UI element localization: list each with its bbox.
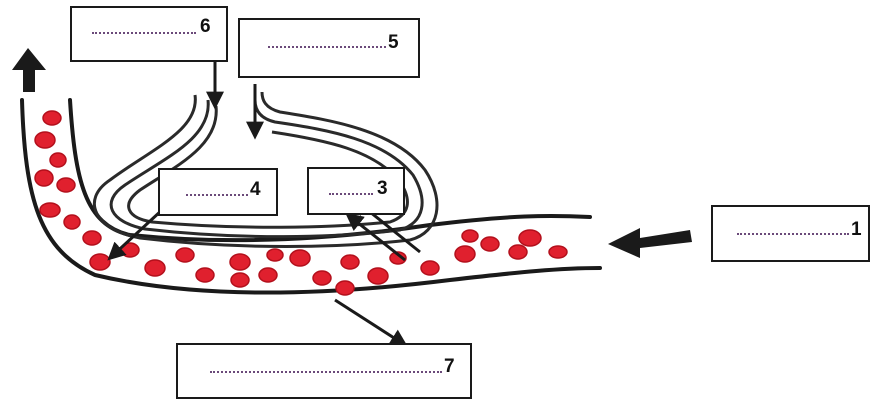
label-number-1: 1: [851, 219, 862, 240]
blank-line-4[interactable]: [186, 194, 248, 196]
label-box-6: 6: [70, 6, 228, 62]
label-number-6: 6: [200, 16, 211, 37]
red-blood-cell: [480, 236, 500, 252]
red-blood-cell: [518, 229, 542, 247]
red-blood-cell: [454, 245, 476, 263]
red-blood-cell: [63, 214, 81, 230]
capsule-inner-loop: [127, 105, 409, 229]
red-blood-cell: [34, 131, 56, 149]
arrow-7: [334, 298, 409, 347]
red-blood-cell: [49, 152, 67, 168]
red-blood-cell: [56, 177, 76, 193]
label-box-1: 1: [711, 205, 870, 262]
capsule-outer-loop: [92, 91, 439, 248]
red-blood-cell: [42, 110, 62, 126]
red-blood-cell: [335, 280, 355, 296]
red-blood-cell: [266, 248, 284, 262]
red-blood-cell: [229, 253, 251, 271]
label-box-7: 7: [176, 343, 472, 399]
pointer-arrows: [107, 62, 421, 347]
arrow-3a: [345, 212, 406, 262]
red-blood-cell: [461, 229, 479, 243]
blood-vessel: [20, 98, 602, 295]
red-blood-cell: [230, 272, 250, 288]
blank-line-6[interactable]: [92, 32, 196, 34]
vessel-outer-wall: [20, 98, 602, 295]
red-blood-cell: [289, 249, 311, 267]
red-blood-cell: [258, 267, 278, 283]
red-blood-cell: [420, 260, 440, 276]
red-blood-cell: [144, 259, 166, 277]
glomerular-capsule: [92, 91, 439, 248]
red-blood-cell: [82, 230, 102, 246]
label-box-3: 3: [307, 167, 405, 215]
label-number-3: 3: [377, 178, 388, 199]
label-number-4: 4: [250, 179, 261, 200]
label-box-5: 5: [238, 18, 420, 78]
flow-arrow-out-icon: [12, 48, 46, 92]
red-blood-cell: [389, 251, 407, 265]
red-blood-cell: [34, 169, 54, 187]
red-blood-cell: [508, 244, 528, 260]
blood-cells: [34, 110, 568, 296]
blank-line-5[interactable]: [268, 46, 386, 48]
label-number-7: 7: [444, 356, 455, 377]
red-blood-cell: [312, 270, 332, 286]
red-blood-cell: [548, 245, 568, 259]
flow-arrow-in-icon: [608, 228, 692, 258]
label-number-5: 5: [388, 32, 399, 53]
red-blood-cell: [39, 202, 61, 218]
vessel-inner-wall: [68, 98, 592, 243]
red-blood-cell: [175, 247, 195, 263]
label-box-4: 4: [158, 168, 278, 216]
blank-line-3[interactable]: [329, 193, 373, 195]
red-blood-cell: [195, 267, 215, 283]
red-blood-cell: [89, 253, 111, 271]
capsule-middle-loop: [109, 99, 424, 239]
blank-line-7[interactable]: [210, 371, 442, 373]
red-blood-cell: [340, 254, 360, 270]
blank-line-1[interactable]: [737, 233, 849, 235]
red-blood-cell: [367, 267, 389, 285]
